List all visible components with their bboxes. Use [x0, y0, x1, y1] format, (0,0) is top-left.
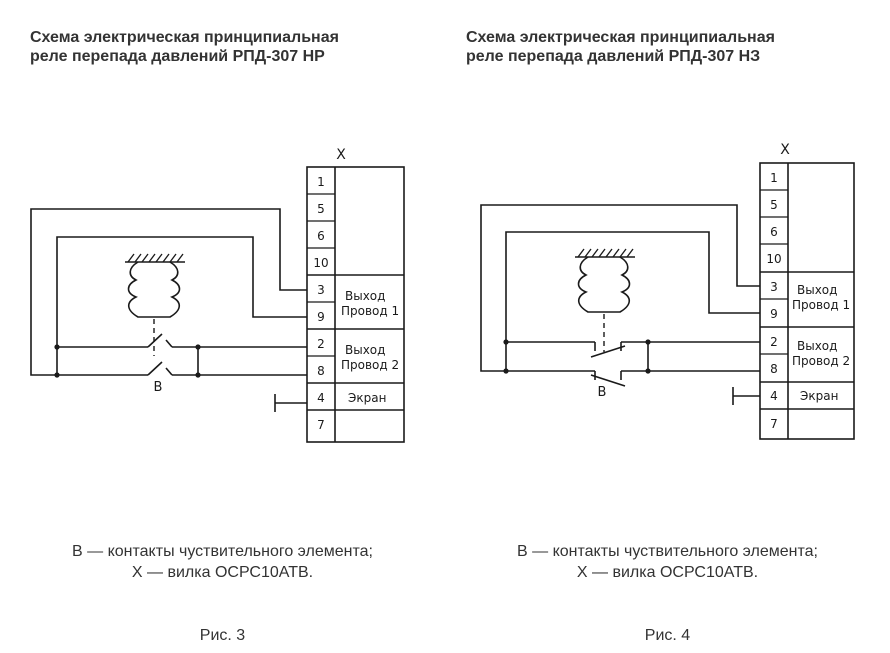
contacts-normally-open	[147, 333, 173, 376]
figure-4-schematic: X 1 5 6 10 3 9 2 8 4 7 Выход Провод 1 Вы…	[480, 142, 855, 440]
figure-3-title-line-1: Схема электрическая принципиальная	[30, 29, 339, 46]
output-2-label: Выход	[797, 339, 837, 353]
wire-pin-9	[505, 231, 760, 371]
connector-label: X	[336, 147, 346, 163]
figure-4-title-line-1: Схема электрическая принципиальная	[466, 29, 775, 46]
caption-line-2: X — вилка ОСРС10АТВ.	[131, 564, 314, 581]
pin-number: 6	[317, 229, 325, 243]
caption-line-2: X — вилка ОСРС10АТВ.	[576, 564, 759, 581]
figure-4-title: Схема электрическая принципиальная реле …	[466, 28, 775, 66]
output-1-wire-label: Провод 1	[341, 304, 399, 318]
contacts-label: В	[598, 385, 607, 400]
pin-number: 4	[317, 391, 325, 405]
connector-block	[759, 162, 855, 440]
pin-number: 10	[313, 256, 328, 270]
junction-dots	[503, 339, 651, 374]
junction-dots	[54, 344, 201, 378]
output-labels: Выход Провод 1 Выход Провод 2 Экран	[341, 289, 399, 405]
connector-label: X	[780, 142, 790, 158]
wire-pin-3	[30, 208, 307, 376]
pin-number: 5	[770, 198, 778, 212]
figure-3-caption: В — контакты чуствительного элемента; X …	[0, 541, 445, 583]
figure-4-number: Рис. 4	[644, 627, 691, 644]
wiring	[480, 204, 760, 405]
figure-3-title-line-2: реле перепада давлений РПД-307 НР	[30, 48, 325, 65]
pin-number: 10	[766, 252, 781, 266]
pin-number: 9	[317, 310, 325, 324]
figure-4-panel: Схема электрическая принципиальная реле …	[445, 0, 890, 653]
contacts-label: В	[154, 380, 163, 395]
contacts-normally-closed	[590, 342, 626, 387]
sensing-element-bellows	[575, 248, 635, 352]
pin-number: 2	[317, 337, 325, 351]
pin-number: 8	[317, 364, 325, 378]
figure-4-caption: В — контакты чуствительного элемента; X …	[445, 541, 890, 583]
pin-number: 1	[317, 175, 325, 189]
wire-pin-3	[480, 204, 760, 372]
pin-number: 8	[770, 362, 778, 376]
pin-number: 1	[770, 171, 778, 185]
pin-number: 3	[317, 283, 325, 297]
connector-block	[306, 166, 405, 443]
figure-4-title-line-2: реле перепада давлений РПД-307 НЗ	[466, 48, 761, 65]
wiring	[30, 208, 307, 412]
pin-number: 2	[770, 335, 778, 349]
screen-label: Экран	[348, 391, 386, 405]
pin-numbers: 1 5 6 10 3 9 2 8 4 7	[766, 171, 781, 431]
output-2-wire-label: Провод 2	[341, 358, 399, 372]
caption-line-1: В — контакты чуствительного элемента;	[72, 543, 373, 560]
pin-numbers: 1 5 6 10 3 9 2 8 4 7	[313, 175, 328, 432]
pin-number: 3	[770, 280, 778, 294]
wire-pin-9	[56, 236, 307, 375]
pin-number: 7	[770, 417, 778, 431]
figure-3-panel: Схема электрическая принципиальная реле …	[0, 28, 445, 644]
figure-3-title: Схема электрическая принципиальная реле …	[30, 28, 339, 66]
screen-label: Экран	[800, 389, 838, 403]
pin-number: 5	[317, 202, 325, 216]
output-labels: Выход Провод 1 Выход Провод 2 Экран	[792, 283, 850, 403]
pin-number: 7	[317, 418, 325, 432]
caption-line-1: В — контакты чуствительного элемента;	[517, 543, 818, 560]
pin-number: 9	[770, 307, 778, 321]
output-2-wire-label: Провод 2	[792, 354, 850, 368]
figure-3-schematic: X 1 5 6 10 3 9 2 8 4 7 Выход Провод 1 Вы…	[30, 147, 405, 443]
pin-number: 6	[770, 225, 778, 239]
pin-number: 4	[770, 389, 778, 403]
output-2-label: Выход	[345, 343, 385, 357]
figure-3-number: Рис. 3	[199, 627, 246, 644]
output-1-label: Выход	[345, 289, 385, 303]
sensing-element-bellows	[125, 253, 185, 356]
output-1-wire-label: Провод 1	[792, 298, 850, 312]
output-1-label: Выход	[797, 283, 837, 297]
